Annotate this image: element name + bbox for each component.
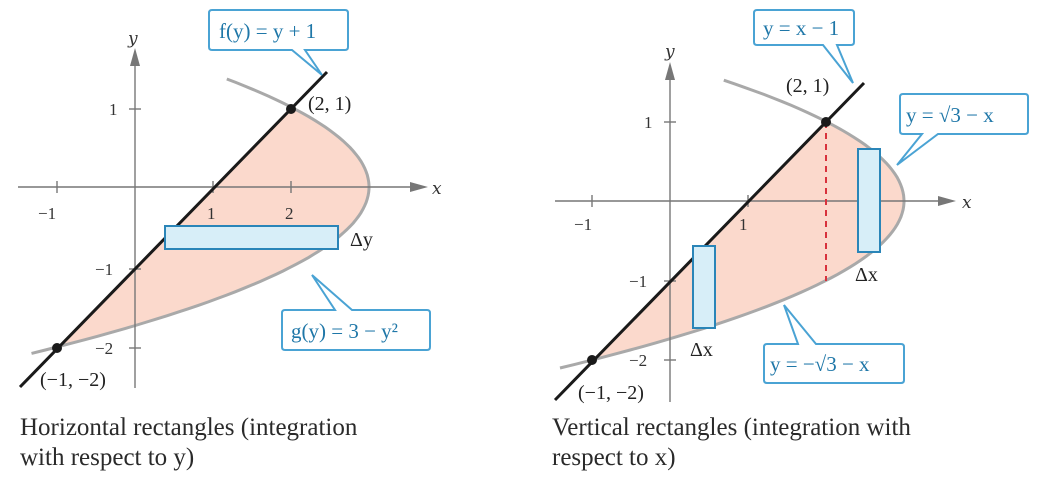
y-tick-label: −1: [95, 260, 113, 279]
callout-upper-curve-equation: y = √3 − x: [896, 93, 1029, 166]
intersection-point-top: [821, 117, 831, 127]
delta-x-label: Δx: [690, 339, 713, 361]
callout-line-text: y = x − 1: [763, 16, 839, 40]
point-label-bottom: (−1, −2): [40, 369, 106, 391]
representative-rectangle-left: [692, 245, 716, 329]
callout-curve-equation: g(y) = 3 − y²: [281, 274, 431, 351]
y-tick-label: 1: [644, 113, 653, 132]
line-y-equals-x-minus-1: [553, 81, 866, 402]
point-label-top: (2, 1): [786, 75, 829, 97]
x-axis-label: x: [432, 179, 442, 199]
caption-line-2: respect to x): [552, 444, 676, 471]
y-axis-arrow: [665, 62, 675, 80]
callout-curve-text: g(y) = 3 − y²: [291, 319, 398, 343]
parabola-curve: [559, 78, 906, 370]
point-label-top: (2, 1): [308, 93, 351, 115]
callout-line-equation: y = x − 1: [753, 9, 855, 84]
x-axis-label: x: [962, 193, 972, 213]
caption-line-1: Vertical rectangles (integration with: [552, 414, 911, 441]
figure-horizontal-rectangles: x y −1 1 2 1 −1 −2 (2, 1) (−1, −2) Δy f(…: [0, 0, 520, 479]
y-axis-arrow: [130, 48, 140, 66]
right-graph: x y −1 1 1 −1 −2 (2, 1) (−1, −2) Δx Δx y…: [553, 9, 1029, 404]
delta-x-label: Δx: [855, 264, 878, 286]
x-axis-arrow: [410, 182, 428, 192]
x-tick-label: −1: [574, 215, 592, 234]
left-graph: x y −1 1 2 1 −1 −2 (2, 1) (−1, −2) Δy f(…: [18, 9, 442, 391]
x-tick-label: 1: [207, 204, 216, 223]
y-tick-label: −2: [95, 339, 113, 358]
representative-rectangle: [164, 225, 339, 250]
y-tick-label: 1: [109, 100, 118, 119]
y-axis-label: y: [127, 29, 138, 49]
delta-y-label: Δy: [350, 229, 373, 251]
y-tick-label: −1: [629, 272, 647, 291]
callout-line-text: f(y) = y + 1: [219, 19, 316, 43]
intersection-point-bottom: [587, 355, 597, 365]
callout-upper-text: y = √3 − x: [906, 103, 994, 127]
callout-line-equation: f(y) = y + 1: [208, 9, 349, 76]
x-axis-arrow: [938, 196, 956, 206]
intersection-point-bottom: [52, 343, 62, 353]
representative-rectangle-right: [857, 148, 881, 253]
x-tick-label: −1: [38, 204, 56, 223]
x-tick-label: 2: [285, 204, 294, 223]
callout-lower-curve-equation: y = −√3 − x: [763, 304, 905, 384]
parabola-curve: [31, 77, 371, 355]
intersection-point-top: [286, 104, 296, 114]
caption-line-1: Horizontal rectangles (integration: [20, 414, 358, 441]
point-label-bottom: (−1, −2): [578, 382, 644, 404]
y-axis-label: y: [664, 42, 675, 62]
caption-right: Vertical rectangles (integration with re…: [552, 413, 911, 473]
caption-left: Horizontal rectangles (integration with …: [20, 413, 357, 473]
callout-lower-text: y = −√3 − x: [770, 352, 870, 376]
figure-vertical-rectangles: x y −1 1 1 −1 −2 (2, 1) (−1, −2) Δx Δx y…: [530, 0, 1045, 479]
x-tick-label: 1: [739, 215, 748, 234]
y-tick-label: −2: [629, 351, 647, 370]
caption-line-2: with respect to y): [20, 444, 195, 471]
